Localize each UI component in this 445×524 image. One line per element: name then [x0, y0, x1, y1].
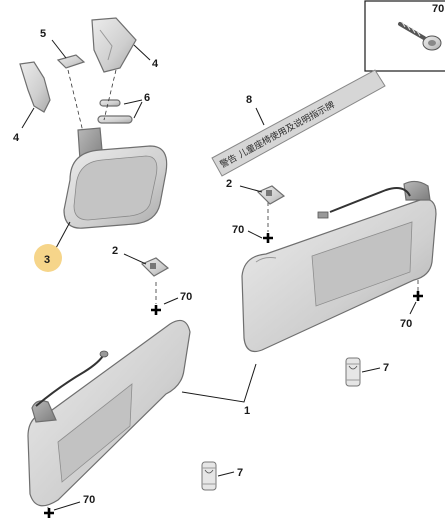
callout-7-bottom: 7	[237, 467, 243, 479]
mirror-cover-upper-part: 4	[91, 17, 159, 73]
warning-label-plate-part: 警告 儿童座椅使用及说明指示牌 8	[211, 69, 386, 177]
mirror-cover-lower-part: 4	[13, 61, 51, 144]
callout-70-center: 70	[180, 291, 192, 303]
callout-4-top: 4	[152, 58, 159, 70]
callout-8: 8	[246, 94, 252, 106]
callout-4-left: 4	[13, 132, 20, 144]
visor-clip-left-part: 2	[112, 245, 170, 277]
screw-icon	[398, 21, 442, 51]
callout-5: 5	[40, 28, 46, 40]
bulb-7-bottom-part: 7	[201, 461, 243, 491]
screw-70-mid-left: 70	[232, 224, 273, 243]
rear-view-mirror-part: 3	[34, 127, 168, 272]
callout-2-right: 2	[226, 178, 232, 190]
callout-3: 3	[44, 254, 50, 266]
screw-70-center: 70	[151, 291, 192, 315]
visor-clip-right-part: 2	[226, 178, 286, 205]
callout-2-left: 2	[112, 245, 118, 257]
screw-detail-inset: 70	[364, 0, 445, 72]
callout-1: 1	[244, 405, 250, 417]
callout-70-mid-left: 70	[232, 224, 244, 236]
screw-70-right-visor: 70	[400, 291, 423, 330]
label-plate-text: 警告 儿童座椅使用及说明指示牌	[218, 99, 337, 171]
screw-70-bottom: 70	[44, 494, 95, 518]
sun-visor-right-part	[241, 180, 437, 353]
callout-6: 6	[144, 92, 150, 104]
callout-70-bottom: 70	[83, 494, 95, 506]
sun-visor-left-part	[27, 319, 191, 507]
bulb-7-right-part: 7	[345, 357, 389, 387]
trim-clips-part: 6	[97, 92, 150, 124]
callout-7-right: 7	[383, 362, 389, 374]
callout-3-highlight	[34, 244, 62, 272]
callout-70-right-visor: 70	[400, 318, 412, 330]
mirror-cover-clip-part: 5	[40, 28, 86, 69]
callout-70-inset: 70	[432, 3, 444, 15]
